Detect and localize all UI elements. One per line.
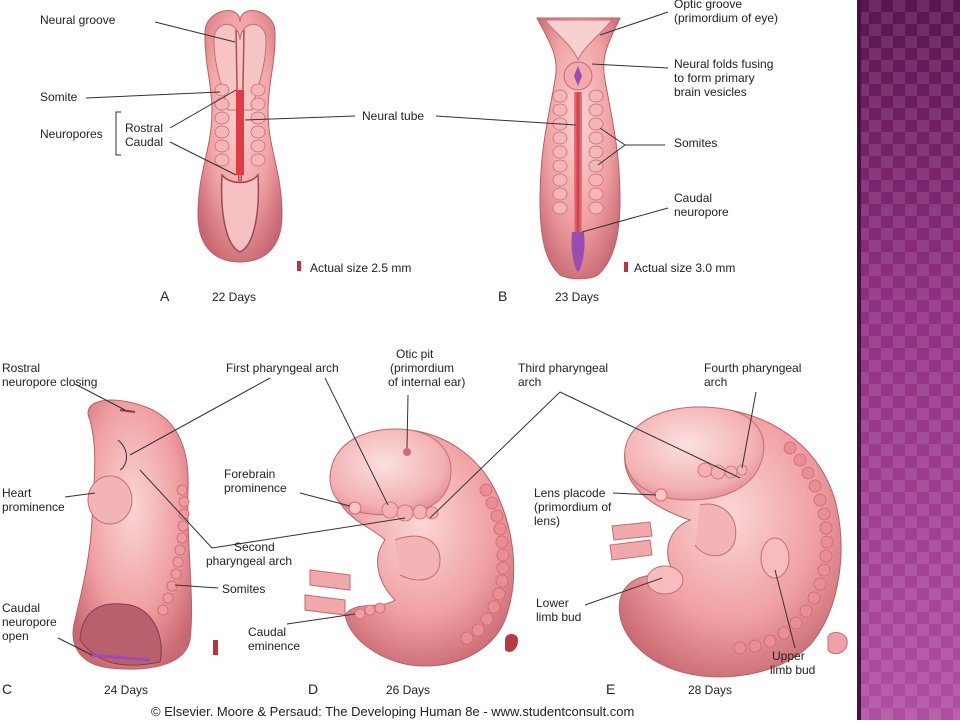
label-caudal: Caudal	[125, 135, 163, 149]
label-lens-1: Lens placode	[534, 486, 606, 500]
label-upper-limb-1: Upper	[772, 649, 805, 663]
label-third-arch-1: Third pharyngeal	[518, 361, 608, 375]
embryo-c	[72, 399, 193, 670]
embryo-a	[197, 10, 283, 263]
label-otic-2: (primordium	[390, 361, 454, 375]
label-neuropores: Neuropores	[40, 127, 103, 141]
embryo-d	[304, 428, 515, 667]
embryo-e	[609, 406, 842, 678]
label-caudal-neuropore-2: neuropore	[674, 205, 729, 219]
embryo-b	[536, 17, 621, 280]
label-upper-limb-2: limb bud	[770, 663, 815, 677]
label-lower-limb-2: limb bud	[536, 610, 581, 624]
panel-letter-d: D	[308, 681, 318, 697]
size-marker-d	[505, 634, 518, 652]
label-neural-folds-3: brain vesicles	[674, 85, 747, 99]
label-rostral-closing-2: neuropore closing	[2, 375, 97, 389]
label-caudal-open-1: Caudal	[2, 601, 40, 615]
size-marker-c	[213, 640, 218, 655]
label-optic-groove-2: (primordium of eye)	[674, 11, 778, 25]
size-text-b: Actual size 3.0 mm	[634, 261, 735, 275]
leader-lines	[57, 11, 796, 656]
label-somites-c: Somites	[222, 582, 265, 596]
label-second-arch-1: Second	[234, 540, 275, 554]
days-a: 22 Days	[212, 290, 256, 304]
days-e: 28 Days	[688, 683, 732, 697]
label-lower-limb-1: Lower	[536, 596, 569, 610]
label-rostral-closing-1: Rostral	[2, 361, 40, 375]
label-fourth-arch-2: arch	[704, 375, 727, 389]
label-lens-2: (primordium of	[534, 500, 612, 514]
label-forebrain-2: prominence	[224, 481, 287, 495]
label-otic-3: of internal ear)	[388, 375, 465, 389]
decorative-side-panel	[857, 0, 960, 720]
size-marker-b	[624, 262, 628, 272]
panel-letter-b: B	[498, 288, 507, 304]
label-caudal-eminence-2: eminence	[248, 639, 300, 653]
days-c: 24 Days	[104, 683, 148, 697]
label-somite: Somite	[40, 90, 78, 104]
size-marker-a	[297, 261, 301, 271]
label-neural-groove: Neural groove	[40, 13, 116, 27]
label-heart-1: Heart	[2, 486, 32, 500]
credit-line: © Elsevier. Moore & Persaud: The Develop…	[151, 704, 634, 719]
panel-letter-a: A	[160, 288, 170, 304]
label-caudal-open-3: open	[2, 629, 29, 643]
label-heart-2: prominence	[2, 500, 65, 514]
label-somites-b: Somites	[674, 136, 717, 150]
side-panel-edge	[857, 0, 861, 720]
label-caudal-open-2: neuropore	[2, 615, 57, 629]
label-neural-folds-2: to form primary	[674, 71, 755, 85]
label-rostral: Rostral	[125, 121, 163, 135]
panel-letter-c: C	[2, 681, 12, 697]
label-neural-folds-1: Neural folds fusing	[674, 57, 773, 71]
label-fourth-arch-1: Fourth pharyngeal	[704, 361, 801, 375]
label-forebrain-1: Forebrain	[224, 467, 275, 481]
label-caudal-eminence-1: Caudal	[248, 625, 286, 639]
days-b: 23 Days	[555, 290, 599, 304]
panel-letter-e: E	[606, 681, 615, 697]
label-second-arch-2: pharyngeal arch	[206, 554, 292, 568]
label-neural-tube: Neural tube	[362, 109, 424, 123]
label-third-arch-2: arch	[518, 375, 541, 389]
embryo-diagram: Neural groove Somite Neuropores Rostral …	[2, 0, 848, 719]
label-first-arch: First pharyngeal arch	[226, 361, 339, 375]
size-text-a: Actual size 2.5 mm	[310, 261, 411, 275]
label-lens-3: lens)	[534, 514, 560, 528]
size-marker-e	[827, 632, 848, 655]
label-caudal-neuropore-1: Caudal	[674, 191, 712, 205]
label-otic-1: Otic pit	[396, 347, 434, 361]
label-optic-groove-1: Optic groove	[674, 0, 742, 11]
days-d: 26 Days	[386, 683, 430, 697]
